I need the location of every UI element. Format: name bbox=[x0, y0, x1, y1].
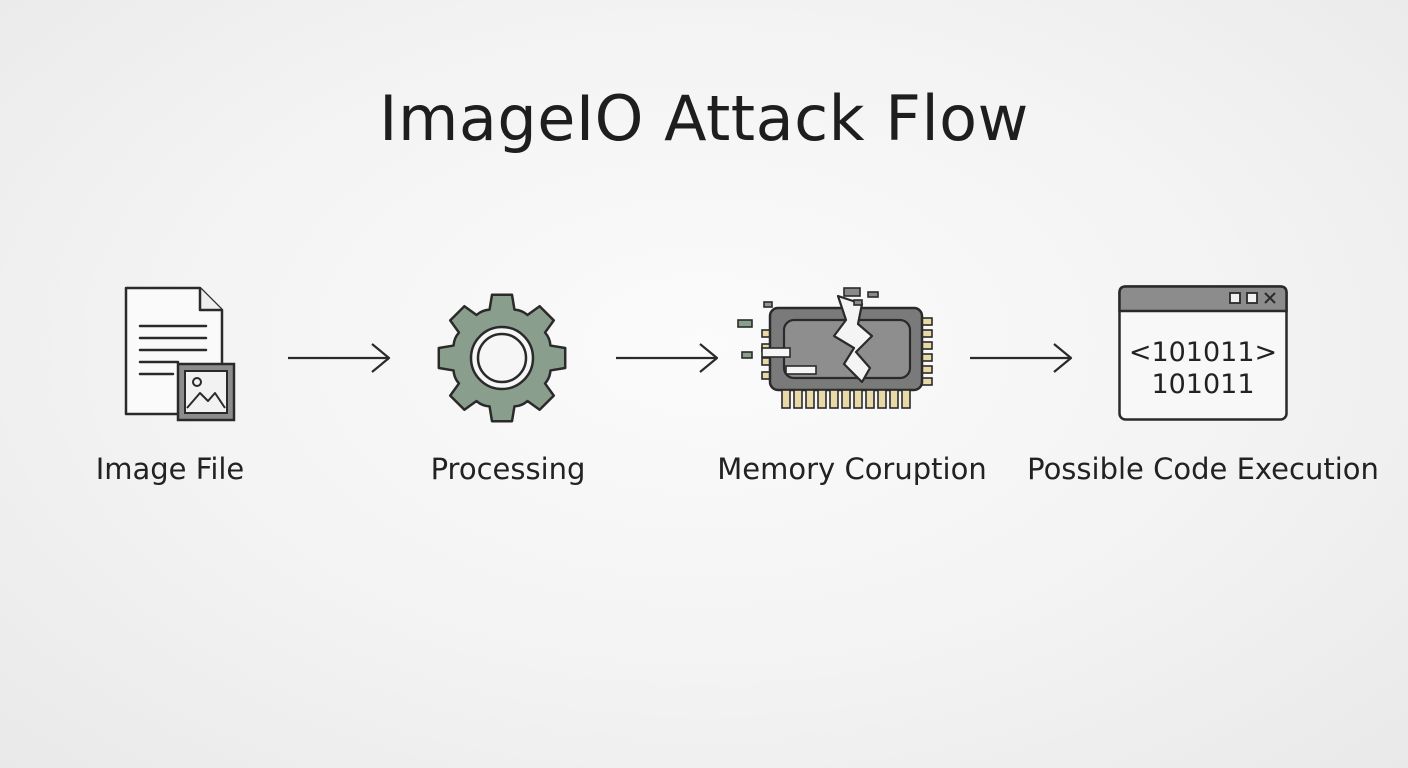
gear-icon bbox=[437, 293, 567, 423]
diagram-title: ImageIO Attack Flow bbox=[379, 82, 1029, 155]
code-line-2: 101011 bbox=[1151, 369, 1255, 400]
code-window-icon: <101011> 101011 bbox=[1118, 285, 1288, 421]
code-line-1: <101011> bbox=[1128, 337, 1278, 368]
step-label-memory-corruption: Memory Coruption bbox=[717, 452, 987, 486]
flow-arrow-3 bbox=[970, 343, 1073, 373]
step-label-image-file: Image File bbox=[95, 452, 245, 486]
flow-arrow-1 bbox=[288, 343, 391, 373]
image-file-icon bbox=[124, 286, 236, 422]
step-label-processing: Processing bbox=[430, 452, 586, 486]
broken-memory-chip-icon bbox=[737, 287, 933, 409]
step-label-code-execution: Possible Code Execution bbox=[1027, 452, 1379, 486]
flow-arrow-2 bbox=[616, 343, 719, 373]
